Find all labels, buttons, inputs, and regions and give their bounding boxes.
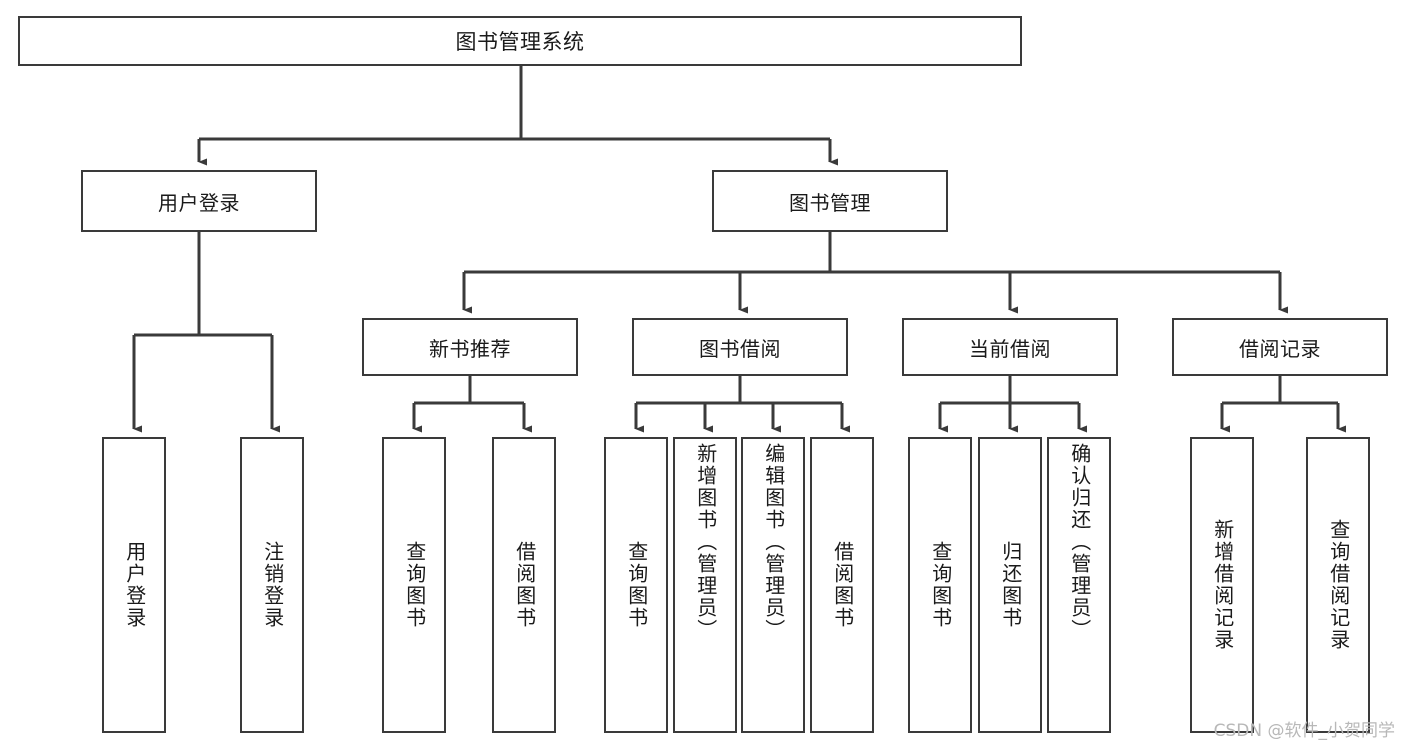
leaf-user-login-signin[interactable]: 用户登录 — [102, 437, 166, 733]
node-book-management[interactable]: 图书管理 — [712, 170, 948, 232]
leaf-new-book-query[interactable]: 查询图书 — [382, 437, 446, 733]
node-current-borrow[interactable]: 当前借阅 — [902, 318, 1118, 376]
leaf-label: 新增借阅记录 — [1210, 519, 1235, 651]
leaf-label: 用户登录 — [122, 541, 147, 629]
leaf-label: 查询图书 — [928, 541, 953, 629]
leaf-book-borrow-add[interactable]: 新增图书（管理员） — [673, 437, 737, 733]
node-label: 图书管理系统 — [455, 30, 585, 54]
leaf-label: 编辑图书（管理员） — [761, 443, 786, 641]
node-root-system[interactable]: 图书管理系统 — [18, 16, 1022, 66]
leaf-current-borrow-query[interactable]: 查询图书 — [908, 437, 972, 733]
leaf-current-borrow-confirm-return[interactable]: 确认归还（管理员） — [1047, 437, 1111, 733]
leaf-label: 查询借阅记录 — [1326, 519, 1351, 651]
leaf-current-borrow-return[interactable]: 归还图书 — [978, 437, 1042, 733]
leaf-borrow-record-query[interactable]: 查询借阅记录 — [1306, 437, 1370, 733]
leaf-label: 归还图书 — [998, 541, 1023, 629]
leaf-label: 注销登录 — [260, 541, 285, 629]
leaf-label: 查询图书 — [624, 541, 649, 629]
node-label: 图书管理 — [789, 190, 871, 215]
node-label: 图书借阅 — [699, 336, 781, 361]
node-label: 新书推荐 — [429, 336, 511, 361]
leaf-book-borrow-lend[interactable]: 借阅图书 — [810, 437, 874, 733]
leaf-label: 确认归还（管理员） — [1067, 443, 1092, 641]
leaf-new-book-borrow[interactable]: 借阅图书 — [492, 437, 556, 733]
node-borrow-record[interactable]: 借阅记录 — [1172, 318, 1388, 376]
node-user-login[interactable]: 用户登录 — [81, 170, 317, 232]
leaf-borrow-record-add[interactable]: 新增借阅记录 — [1190, 437, 1254, 733]
leaf-label: 借阅图书 — [830, 541, 855, 629]
leaf-label: 查询图书 — [402, 541, 427, 629]
node-new-book-recommend[interactable]: 新书推荐 — [362, 318, 578, 376]
node-label: 借阅记录 — [1239, 336, 1321, 361]
leaf-label: 新增图书（管理员） — [693, 443, 718, 641]
leaf-label: 借阅图书 — [512, 541, 537, 629]
node-label: 当前借阅 — [969, 336, 1051, 361]
leaf-book-borrow-query[interactable]: 查询图书 — [604, 437, 668, 733]
leaf-book-borrow-edit[interactable]: 编辑图书（管理员） — [741, 437, 805, 733]
node-book-borrow[interactable]: 图书借阅 — [632, 318, 848, 376]
node-label: 用户登录 — [158, 190, 240, 215]
leaf-user-login-signout[interactable]: 注销登录 — [240, 437, 304, 733]
